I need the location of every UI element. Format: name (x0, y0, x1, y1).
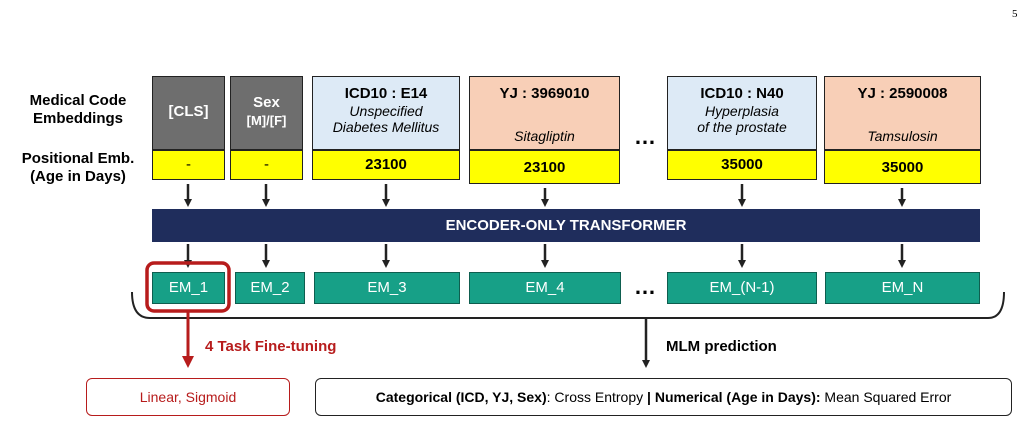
token-ellipsis: … (634, 124, 656, 149)
token-yj-3969010-title: YJ : 3969010 (499, 85, 590, 102)
token-cls-title: [CLS] (168, 103, 209, 120)
token-icd10-n40: ICD10 : N40 Hyperplasia of the prostate (667, 76, 817, 150)
token-icd10-n40-subtitle2: of the prostate (697, 119, 787, 135)
positional-icd10-e14: 23100 (312, 150, 460, 180)
em-1-highlight (145, 261, 231, 313)
token-yj-2590008-subtitle: Tamsulosin (867, 128, 938, 144)
output-em-n: EM_N (825, 272, 980, 304)
output-em-3: EM_3 (314, 272, 460, 304)
positional-sex: - (230, 150, 303, 180)
token-sex-subtitle: [M]/[F] (246, 113, 287, 128)
mlm-prediction-label: MLM prediction (666, 338, 777, 355)
token-icd10-e14-title: ICD10 : E14 (344, 85, 428, 102)
token-yj-3969010: YJ : 3969010 Sitagliptin (469, 76, 620, 150)
medical-code-label: Medical Code Embeddings (8, 92, 148, 128)
positional-label-line2: (Age in Days) (30, 168, 126, 185)
token-sex: Sex [M]/[F] (230, 76, 303, 150)
loss-function-box: Categorical (ICD, YJ, Sex): Cross Entrop… (315, 378, 1012, 416)
medical-code-label-line2: Embeddings (32, 110, 123, 127)
loss-numerical-label: Numerical (Age in Days): (650, 389, 821, 405)
medical-code-label-line1: Medical Code (29, 92, 127, 109)
output-brace (131, 291, 1005, 319)
positional-icd10-n40: 35000 (667, 150, 817, 180)
input-arrows (184, 184, 906, 207)
output-em-4: EM_4 (469, 272, 621, 304)
page-number: 5 (1012, 8, 1018, 20)
token-yj-2590008: YJ : 2590008 Tamsulosin (824, 76, 981, 150)
token-yj-3969010-subtitle: Sitagliptin (514, 128, 575, 144)
positional-yj-3969010: 23100 (469, 150, 620, 184)
positional-emb-label: Positional Emb. (Age in Days) (4, 150, 152, 186)
token-icd10-e14-subtitle2: Diabetes Mellitus (332, 119, 440, 135)
positional-cls: - (152, 150, 225, 180)
output-em-2: EM_2 (235, 272, 305, 304)
token-yj-2590008-title: YJ : 2590008 (857, 85, 948, 102)
loss-separator: | (647, 389, 651, 405)
output-ellipsis: … (634, 274, 656, 299)
encoder-only-transformer: ENCODER-ONLY TRANSFORMER (152, 209, 980, 242)
token-icd10-n40-title: ICD10 : N40 (700, 85, 784, 102)
positional-label-line1: Positional Emb. (21, 150, 135, 167)
fine-tuning-head-box: Linear, Sigmoid (86, 378, 290, 416)
loss-categorical-label: Categorical (ICD, YJ, Sex) (375, 389, 547, 405)
positional-yj-2590008: 35000 (824, 150, 981, 184)
token-cls: [CLS] (152, 76, 225, 150)
output-arrows (184, 244, 906, 268)
token-sex-title: Sex (253, 94, 280, 111)
token-icd10-e14: ICD10 : E14 Unspecified Diabetes Mellitu… (312, 76, 460, 150)
token-icd10-n40-subtitle: Hyperplasia (705, 103, 779, 119)
loss-categorical-text: : Cross Entropy (546, 389, 648, 405)
token-icd10-e14-subtitle: Unspecified (349, 103, 423, 119)
output-em-n-1: EM_(N-1) (667, 272, 817, 304)
fine-tuning-label: 4 Task Fine-tuning (205, 338, 337, 355)
output-em-1: EM_1 (152, 272, 225, 304)
loss-numerical-text: Mean Squared Error (820, 389, 952, 405)
